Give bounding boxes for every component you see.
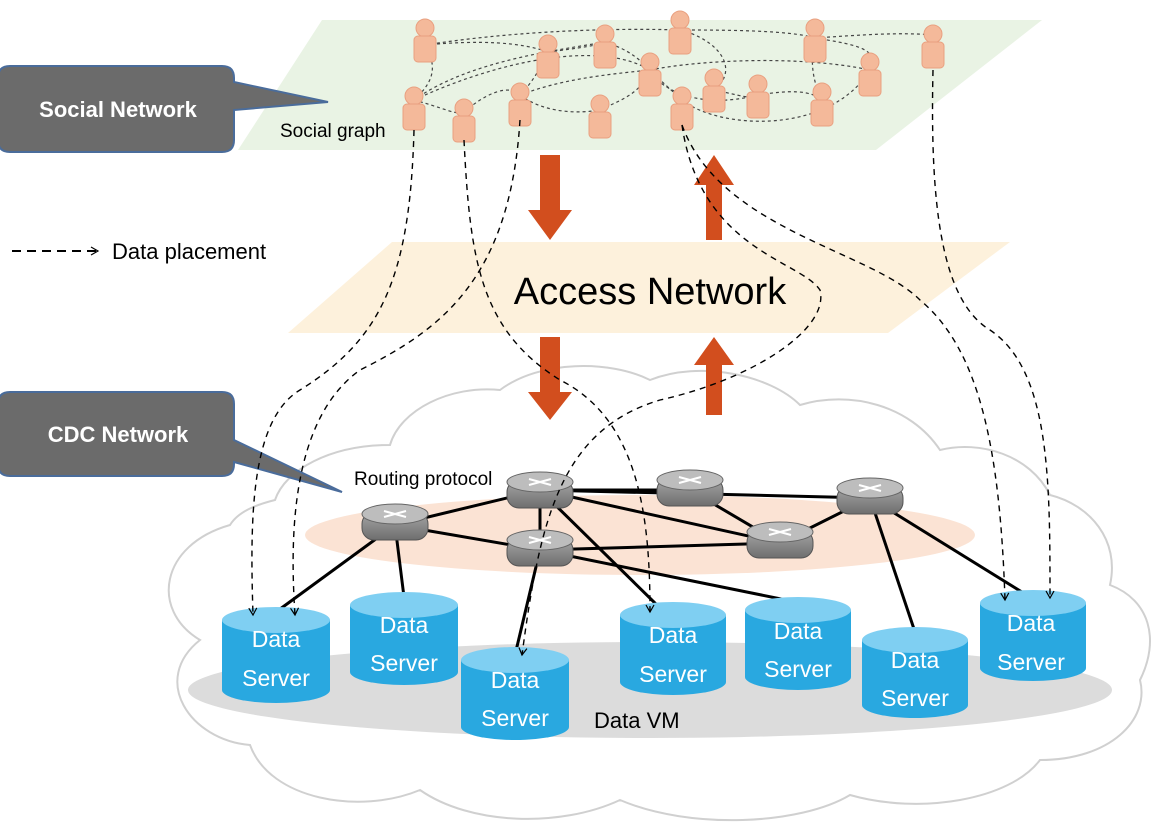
user-node <box>746 74 770 119</box>
user-node <box>921 24 945 69</box>
router <box>506 471 574 509</box>
data-server: Data Server <box>862 627 968 718</box>
data-servers: Data Server Data Server Data Server Data… <box>222 590 1086 740</box>
data-server: Data Server <box>461 647 569 740</box>
placement-arrow <box>931 69 1055 600</box>
server-label-line2: Server <box>242 665 310 691</box>
data-server: Data Server <box>350 592 458 685</box>
server-label-line2: Server <box>370 650 438 676</box>
router <box>746 521 814 559</box>
data-server: Data Server <box>222 607 330 703</box>
data-placement-arrows <box>248 69 1055 657</box>
user-node <box>638 52 662 97</box>
placement-arrow <box>463 139 655 614</box>
user-node <box>413 18 437 63</box>
user-node <box>803 18 827 63</box>
arrow-up-upper <box>694 155 734 240</box>
server-label-line2: Server <box>881 685 949 711</box>
user-node <box>536 34 560 79</box>
flow-arrows <box>528 155 734 420</box>
placement-arrow <box>248 129 415 617</box>
placement-arrow <box>681 124 1010 602</box>
cdc-network-callout: CDC Network <box>0 391 343 493</box>
access-network-label: Access Network <box>514 271 787 313</box>
server-label-line1: Data <box>891 647 940 673</box>
user-node <box>402 86 426 131</box>
user-node <box>702 68 726 113</box>
legend-data-placement: Data placement <box>12 239 266 264</box>
cdc-network-label: CDC Network <box>48 422 189 447</box>
server-label-line2: Server <box>639 661 707 687</box>
legend-data-placement-label: Data placement <box>112 239 266 264</box>
user-node <box>588 94 612 139</box>
server-label-line1: Data <box>491 667 540 693</box>
data-server: Data Server <box>745 597 851 690</box>
social-network-callout: Social Network <box>0 65 329 153</box>
router <box>506 529 574 567</box>
server-label-line1: Data <box>1007 610 1056 636</box>
data-vm-label: Data VM <box>594 708 680 733</box>
data-server: Data Server <box>620 602 726 695</box>
social-network-label: Social Network <box>39 97 197 122</box>
user-node <box>593 24 617 69</box>
router <box>361 503 429 541</box>
server-label-line2: Server <box>764 656 832 682</box>
arrow-down-upper <box>528 155 572 240</box>
social-graph-users <box>402 10 945 143</box>
router <box>656 469 724 507</box>
routing-protocol-label: Routing protocol <box>354 469 492 490</box>
arrow-up-lower <box>694 337 734 415</box>
server-label-line2: Server <box>481 705 549 731</box>
server-label-line1: Data <box>252 626 301 652</box>
server-label-line1: Data <box>649 622 698 648</box>
server-label-line2: Server <box>997 649 1065 675</box>
data-server: Data Server <box>980 590 1086 681</box>
user-node <box>810 82 834 127</box>
user-node <box>668 10 692 55</box>
social-graph-label: Social graph <box>280 121 386 142</box>
server-label-line1: Data <box>774 618 823 644</box>
user-node <box>452 98 476 143</box>
user-node <box>508 82 532 127</box>
server-label-line1: Data <box>380 612 429 638</box>
user-node <box>670 86 694 131</box>
arrow-down-lower <box>528 337 572 420</box>
routers <box>361 469 904 567</box>
router <box>836 477 904 515</box>
user-node <box>858 52 882 97</box>
access-network-plane <box>288 242 1010 333</box>
